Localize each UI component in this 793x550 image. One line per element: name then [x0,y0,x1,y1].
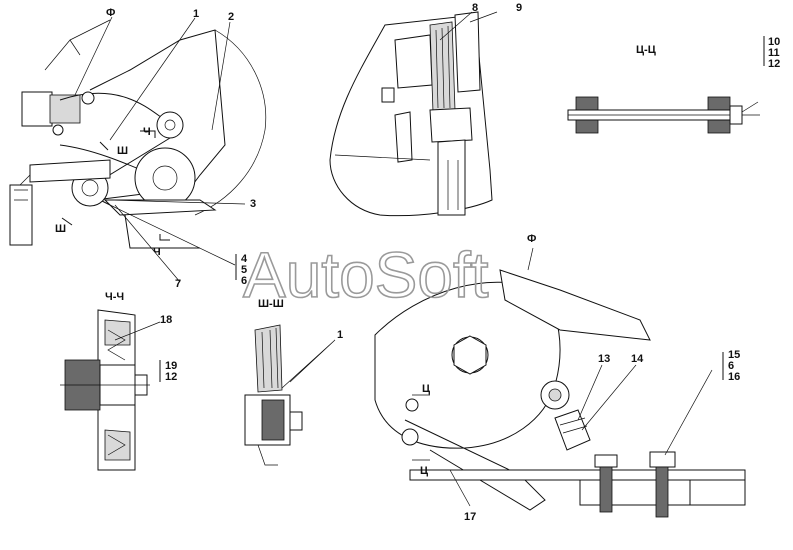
callout-stack-4-5-6: 4 5 6 [235,253,248,287]
callout-1-b: 1 [337,329,343,341]
callout-phi-top: Ф [106,7,115,19]
marker-ts-a: Ц [422,383,430,395]
callout-15: 15 [728,349,740,361]
watermark-text: AutoSoft [243,239,489,311]
callout-11: 11 [768,47,780,59]
callout-5: 5 [241,264,247,276]
callout-8: 8 [472,2,478,14]
callout-7: 7 [175,278,181,290]
callout-10: 10 [768,36,780,48]
callout-stack-19-12: 19 12 [159,360,177,383]
callout-1: 1 [193,8,199,20]
marker-ch-a: Ч [143,126,151,138]
section-sh-sh-view [244,324,336,466]
tensioner-assembly-view [374,247,746,518]
section-ts-ts-view [567,96,760,134]
callout-4: 4 [241,253,248,265]
callout-6-b: 6 [728,360,734,372]
callout-12-b: 12 [165,371,177,383]
callout-6: 6 [241,275,247,287]
section-title-ch-ch: Ч-Ч [105,291,124,303]
engine-side-view [329,11,498,217]
marker-ts-b: Ц [420,465,428,477]
callout-18: 18 [160,314,172,326]
callout-12: 12 [768,58,780,70]
callout-14: 14 [631,353,644,365]
callout-16: 16 [728,371,740,383]
callout-3: 3 [250,198,256,210]
callout-phi-bottom: Ф [527,233,536,245]
callout-2: 2 [228,11,234,23]
callout-stack-15-6-16: 15 6 16 [722,349,740,383]
callout-9: 9 [516,2,522,14]
belt-drive-view [9,16,267,283]
callout-17: 17 [464,511,476,523]
callout-19: 19 [165,360,177,372]
callout-13: 13 [598,353,610,365]
section-title-sh-sh: Ш-Ш [258,298,284,310]
marker-ch-b: Ч [153,246,161,258]
section-ch-ch-view [60,309,161,471]
marker-sh-b: Ш [55,223,66,235]
callout-stack-10-11-12: 10 11 12 [763,36,780,70]
marker-sh-a: Ш [117,145,128,157]
section-title-ts-ts: Ц-Ц [636,44,656,56]
